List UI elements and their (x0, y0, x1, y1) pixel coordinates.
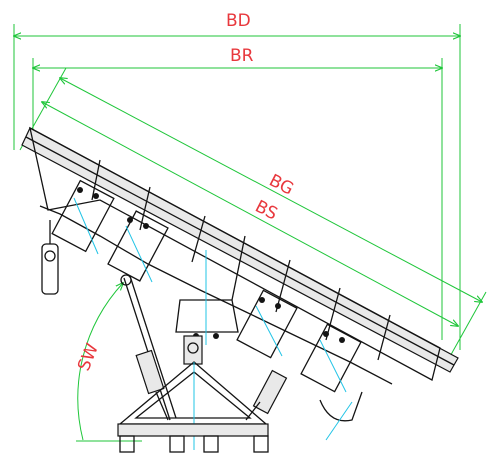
spring-module (236, 289, 298, 359)
dimension-bd (14, 24, 460, 350)
bolt (77, 187, 83, 193)
label-bg: BG (266, 171, 297, 200)
bolt (259, 297, 265, 303)
segment-divider (325, 287, 341, 341)
blade-lower-edge (39, 205, 393, 385)
lift-arm-left-inner (129, 275, 177, 419)
spring-module (51, 179, 115, 255)
dimension-sw (76, 283, 142, 442)
right-skid (319, 391, 363, 441)
bolt (127, 217, 133, 223)
pivot-pin (120, 274, 132, 286)
segment-divider (377, 314, 391, 361)
center-mount (175, 250, 239, 345)
segment-divider (91, 159, 101, 201)
bolt (275, 303, 281, 309)
bs-dimension-line (42, 102, 458, 326)
blade-top-edge (21, 127, 459, 373)
blade-body-outline (29, 126, 441, 381)
bolt (93, 193, 99, 199)
bolt (323, 331, 329, 337)
bolt (143, 223, 149, 229)
bolt (213, 333, 219, 339)
bg-extension-right (447, 291, 487, 361)
label-br: BR (230, 46, 254, 66)
spring-module (107, 210, 169, 283)
bolt (339, 337, 345, 343)
segment-divider (139, 186, 151, 231)
dimension-bs (42, 102, 458, 326)
label-bs: BS (252, 197, 281, 225)
blade-edge-midline (25, 136, 455, 366)
lift-arm-left (123, 277, 171, 421)
center-post (183, 335, 203, 365)
segment-divider (231, 235, 246, 301)
hydraulic-cylinder-left (135, 349, 169, 421)
label-sw: SW (74, 341, 103, 374)
lift-frame (117, 274, 288, 453)
mounting-plate (117, 423, 269, 437)
segment-divider (191, 215, 206, 263)
plough-blade (21, 126, 459, 393)
label-bd: BD (226, 11, 251, 31)
left-hook (41, 220, 59, 295)
dimension-br (33, 58, 442, 340)
spring-module (300, 323, 362, 393)
sw-arc (77, 283, 123, 441)
